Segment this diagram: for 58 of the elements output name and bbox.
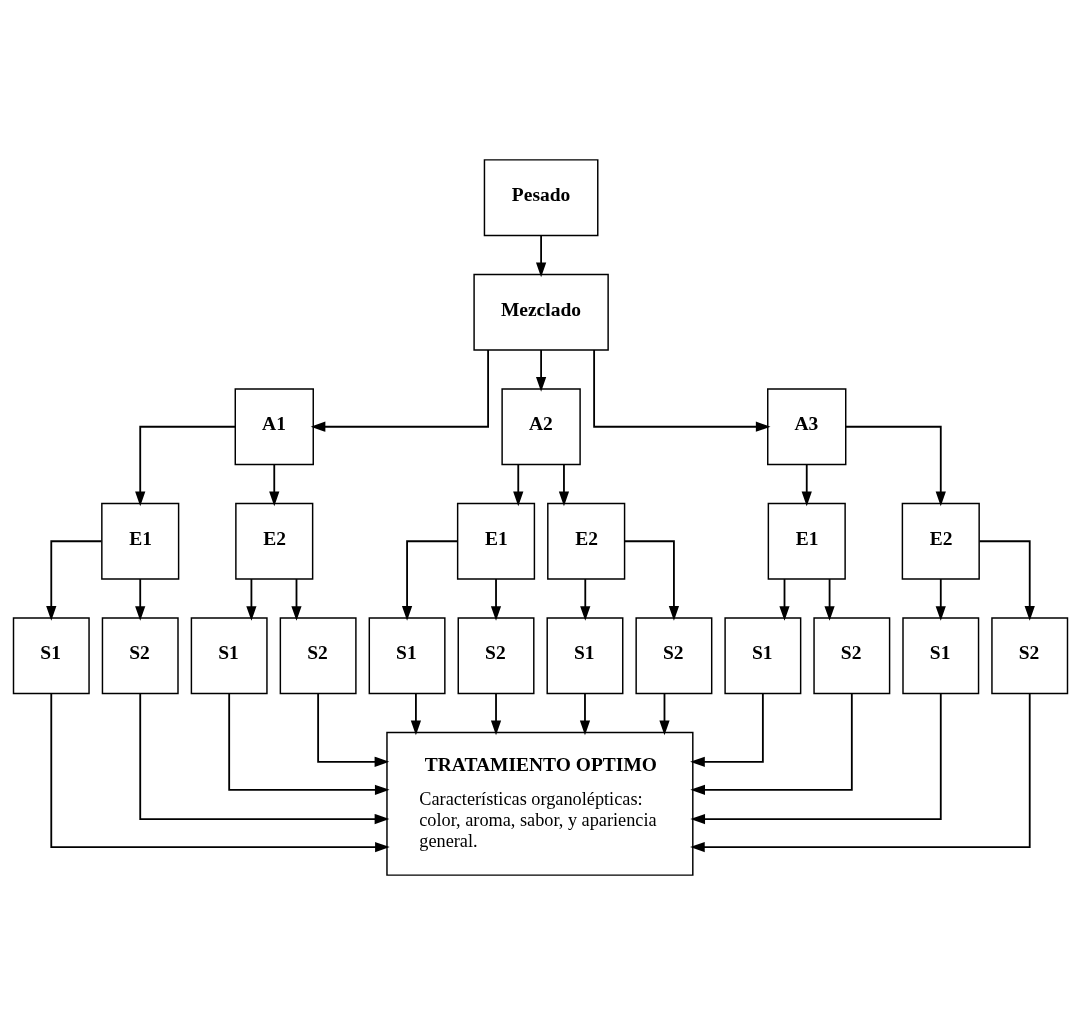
node-box: S2 [457, 616, 535, 694]
node-box: S2 [813, 616, 891, 694]
arrow [139, 692, 390, 824]
arrow [46, 539, 103, 621]
arrow [310, 348, 490, 432]
arrow [317, 692, 390, 767]
node-box: S1 [190, 616, 268, 694]
arrow [558, 463, 570, 506]
node-box: TRATAMIENTO OPTIMO Características organolépticas: color, aroma, sabor, y apariencia general. [386, 731, 694, 876]
arrow [580, 577, 591, 621]
node-box: S1 [368, 616, 446, 694]
arrow [135, 425, 237, 506]
node-box: S2 [635, 616, 713, 694]
node-box: E2 [235, 502, 314, 580]
arrow [410, 692, 422, 735]
arrow [269, 463, 280, 506]
arrow [844, 425, 946, 506]
node-box: A3 [767, 387, 847, 465]
arrow [490, 692, 502, 735]
node-box: Pesado [483, 158, 599, 236]
arrow [779, 577, 790, 621]
node-box: S2 [279, 616, 357, 694]
arrow [536, 234, 547, 277]
node-box: E1 [101, 502, 180, 580]
arrow [228, 692, 390, 795]
arrow [690, 692, 853, 795]
arrow [624, 539, 680, 621]
arrow [291, 577, 302, 621]
arrow [50, 692, 390, 852]
arrow [935, 577, 946, 621]
node-box: S1 [546, 616, 624, 694]
node-box: S1 [724, 616, 802, 694]
arrow [824, 577, 835, 621]
arrow [246, 577, 257, 621]
arrow [978, 539, 1035, 621]
node-box: A1 [234, 387, 314, 465]
node-box: S2 [101, 616, 179, 694]
node-box: E2 [901, 502, 980, 580]
arrow [659, 692, 670, 735]
arrow [690, 692, 764, 767]
node-box: E1 [767, 502, 846, 580]
arrow [513, 463, 524, 506]
node-box: E1 [456, 502, 536, 580]
node-box: S1 [902, 616, 980, 694]
node-box: Mezclado [473, 273, 609, 351]
arrow [690, 692, 942, 824]
arrow [579, 692, 591, 735]
node-box: E2 [547, 502, 626, 580]
arrow [490, 577, 502, 621]
arrow [135, 577, 146, 621]
arrow [536, 348, 547, 392]
arrow [401, 539, 459, 621]
arrow [593, 348, 771, 432]
arrow [801, 463, 812, 506]
node-box: S2 [991, 616, 1069, 694]
arrow [690, 692, 1031, 852]
node-box: A2 [501, 387, 581, 465]
node-box: S1 [12, 616, 90, 694]
